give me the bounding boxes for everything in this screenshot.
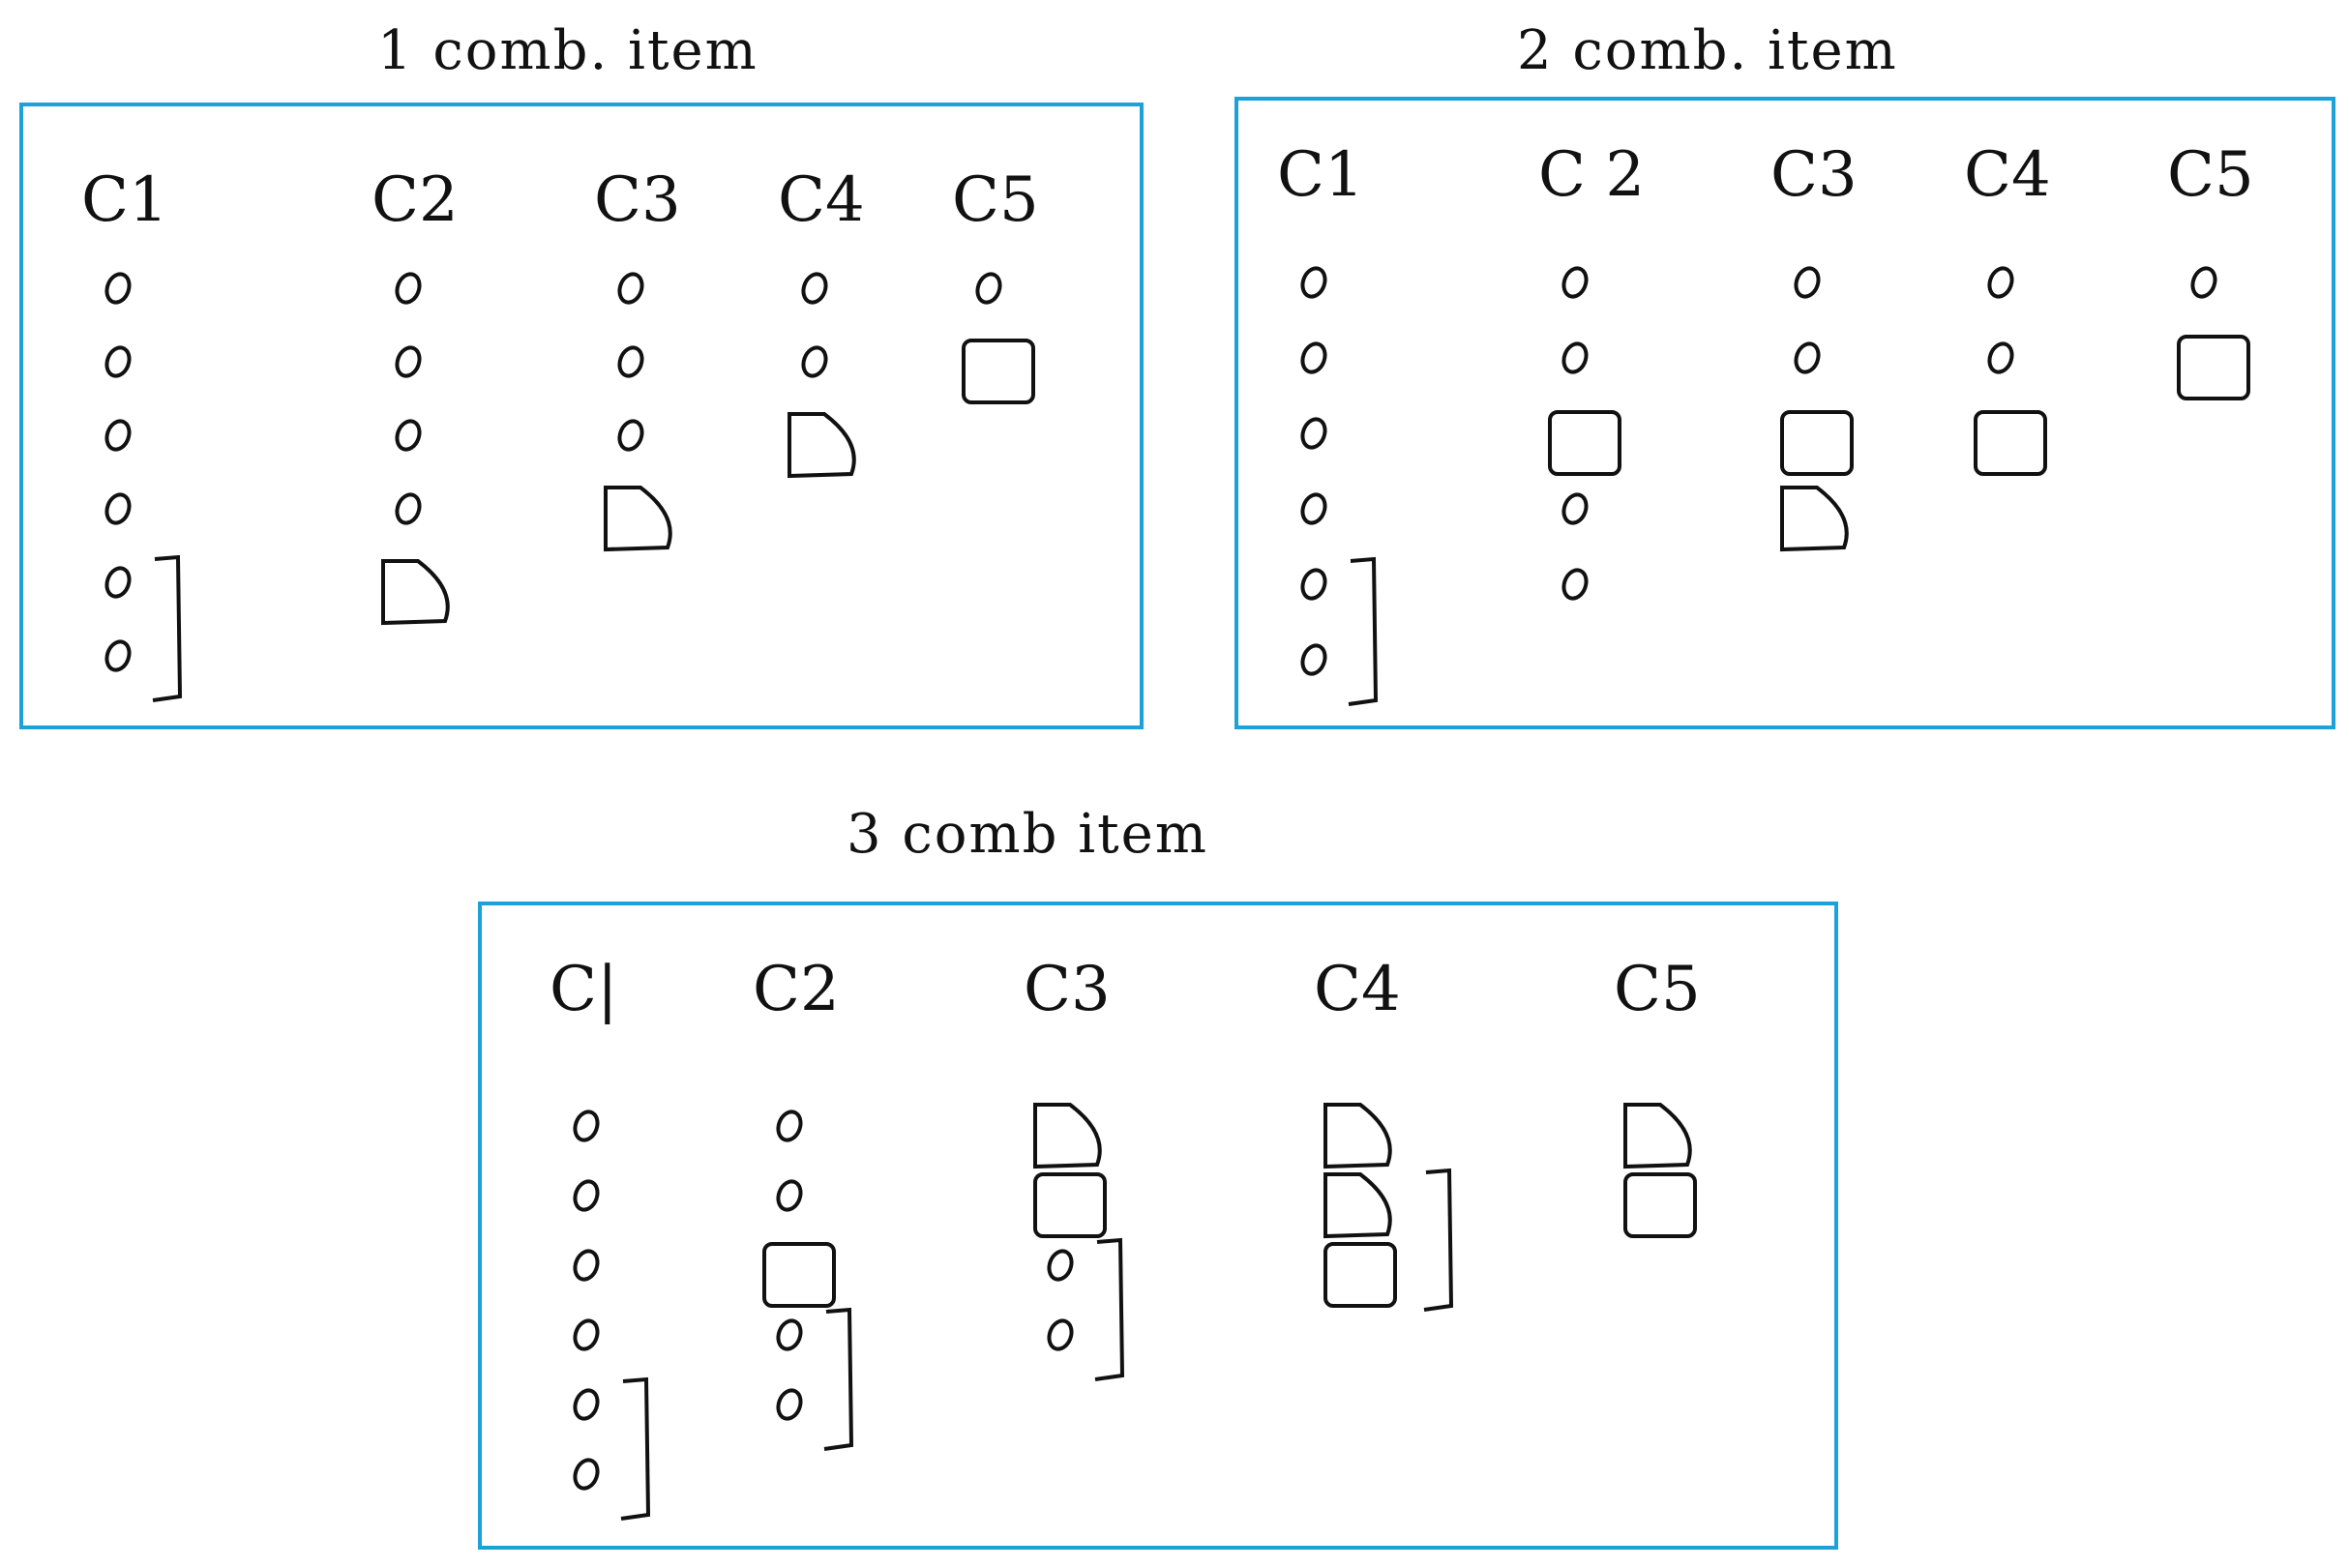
column-label-1: C1 [1277, 139, 1364, 211]
circle-item [1987, 341, 2014, 374]
circle-item [1561, 266, 1589, 299]
panel-3-title: 3 comb item [847, 803, 1208, 866]
box-item [1623, 1172, 1697, 1238]
panel-3-comb-item: C| C2 C3 C4 C5 [478, 902, 1838, 1550]
group-bracket [620, 1376, 651, 1521]
circle-item [395, 419, 422, 452]
column-label-1: C1 [81, 164, 168, 236]
column-label-3: C3 [1024, 954, 1111, 1025]
circle-item [1561, 492, 1589, 525]
circle-item [975, 272, 1002, 305]
circle-item [573, 1458, 600, 1491]
circle-item [1300, 266, 1327, 299]
column-label-5: C5 [952, 164, 1039, 236]
circle-item [1300, 643, 1327, 676]
d-shape-item [788, 412, 856, 479]
d-shape-item [1323, 1172, 1392, 1239]
circle-item [617, 345, 644, 378]
d-shape-item [1033, 1103, 1102, 1169]
column-label-5: C5 [2167, 139, 2254, 211]
panel-2-title: 2 comb. item [1517, 19, 1898, 82]
circle-item [1047, 1318, 1074, 1351]
column-label-3: C3 [594, 164, 681, 236]
circle-item [104, 566, 132, 599]
circle-item [776, 1109, 803, 1142]
circle-item [395, 492, 422, 525]
circle-item [104, 272, 132, 305]
circle-item [1300, 417, 1327, 450]
column-label-4: C4 [1964, 139, 2051, 211]
group-bracket [823, 1307, 854, 1451]
d-shape-item [1323, 1103, 1392, 1169]
circle-item [104, 419, 132, 452]
circle-item [573, 1249, 600, 1282]
circle-item [1794, 266, 1821, 299]
panel-2-comb-item: C1 C 2 C3 C4 C5 [1234, 97, 2335, 729]
panel-2-marks [1300, 266, 2250, 706]
box-item [1780, 410, 1854, 476]
panel-1-marks [104, 272, 1035, 702]
box-item [2177, 335, 2250, 400]
column-label-4: C4 [1314, 954, 1401, 1025]
group-bracket [1348, 556, 1379, 706]
column-label-1: C| [550, 954, 618, 1025]
column-label-2: C2 [753, 954, 840, 1025]
circle-item [104, 345, 132, 378]
box-item [1323, 1242, 1397, 1308]
d-shape-item [1780, 486, 1849, 552]
circle-item [1987, 266, 2014, 299]
column-label-4: C4 [778, 164, 865, 236]
column-label-2: C2 [372, 164, 459, 236]
panel-3-marks [573, 1103, 1697, 1521]
circle-item [104, 492, 132, 525]
circle-item [1047, 1249, 1074, 1282]
circle-item [573, 1179, 600, 1212]
circle-item [801, 272, 828, 305]
column-label-5: C5 [1614, 954, 1701, 1025]
box-item [762, 1242, 836, 1308]
circle-item [776, 1179, 803, 1212]
circle-item [2190, 266, 2217, 299]
circle-item [1561, 568, 1589, 601]
box-item [1548, 410, 1621, 476]
circle-item [573, 1388, 600, 1421]
circle-item [617, 419, 644, 452]
circle-item [801, 345, 828, 378]
d-shape-item [381, 559, 450, 626]
group-bracket [1423, 1168, 1454, 1312]
box-item [962, 339, 1035, 404]
circle-item [776, 1318, 803, 1351]
panel-1-comb-item: C1 C2 C3 C4 C5 [19, 103, 1144, 729]
d-shape-item [1623, 1103, 1692, 1169]
panel-1-title: 1 comb. item [377, 19, 758, 82]
column-label-2: C 2 [1538, 139, 1646, 211]
box-item [1974, 410, 2047, 476]
circle-item [617, 272, 644, 305]
circle-item [573, 1318, 600, 1351]
circle-item [104, 639, 132, 672]
d-shape-item [604, 486, 672, 552]
circle-item [1300, 341, 1327, 374]
group-bracket [152, 554, 183, 702]
circle-item [395, 272, 422, 305]
column-label-3: C3 [1770, 139, 1858, 211]
box-item [1033, 1172, 1107, 1238]
circle-item [1300, 568, 1327, 601]
circle-item [1300, 492, 1327, 525]
circle-item [573, 1109, 600, 1142]
circle-item [1561, 341, 1589, 374]
circle-item [1794, 341, 1821, 374]
circle-item [776, 1388, 803, 1421]
group-bracket [1094, 1237, 1125, 1381]
circle-item [395, 345, 422, 378]
